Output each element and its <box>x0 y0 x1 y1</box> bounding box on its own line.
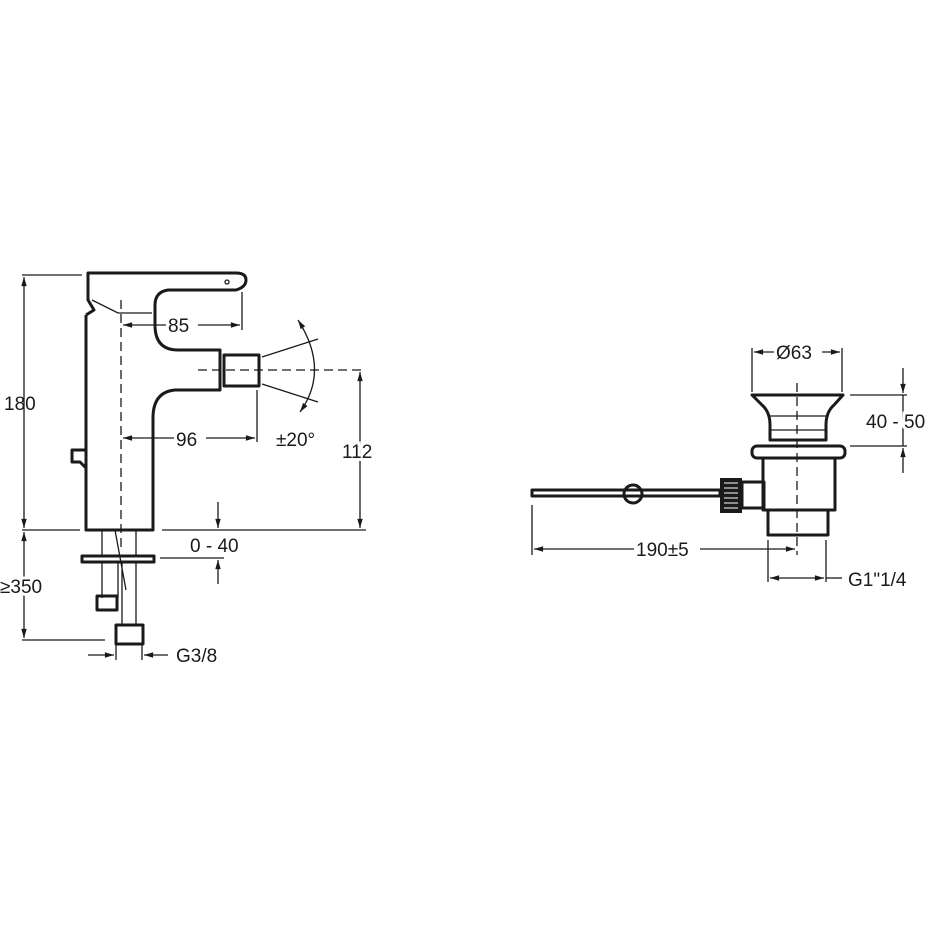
dim-label-96: 96 <box>176 430 197 451</box>
pop-up-lever-stub <box>70 448 88 470</box>
rod-nut <box>720 478 742 513</box>
rod-connector <box>740 480 766 510</box>
dim-label-thread: G1"1/4 <box>848 570 907 591</box>
handle-pivot <box>224 279 230 285</box>
dim-label-d63: Ø63 <box>776 343 812 364</box>
mounting-pipes <box>101 529 137 625</box>
swivel-ray-lower <box>261 383 319 403</box>
dim-label-350: ≥350 <box>0 577 42 598</box>
dim-label-swivel: ±20° <box>276 430 315 451</box>
drain-collar <box>750 444 847 460</box>
bidet-faucet: 180 85 96 ±20° 112 0 - 40 ≥350 G3/8 <box>0 271 375 667</box>
hose-nut-right <box>114 623 145 646</box>
dim-label-180: 180 <box>4 394 36 415</box>
mounting-flange <box>80 554 156 564</box>
dim-label-flange: 40 - 50 <box>866 412 925 433</box>
handle-lever-detail <box>91 299 152 314</box>
dim-label-deck: 0 - 40 <box>190 536 239 557</box>
swivel-arc <box>297 319 316 413</box>
drain-tail <box>766 508 830 537</box>
drain-flange <box>750 393 845 442</box>
dim-label-g38: G3/8 <box>176 646 217 667</box>
hose-nut-left <box>95 594 119 612</box>
dim-label-rod: 190±5 <box>636 540 689 561</box>
dim-label-112: 112 <box>342 442 372 463</box>
pop-up-waste: Ø63 40 - 50 190±5 G1"1/4 <box>530 340 928 591</box>
dim-label-85: 85 <box>168 316 189 337</box>
drain-body <box>761 456 837 512</box>
faucet-body-outline <box>84 271 248 532</box>
rod-ball-joint <box>622 483 644 505</box>
